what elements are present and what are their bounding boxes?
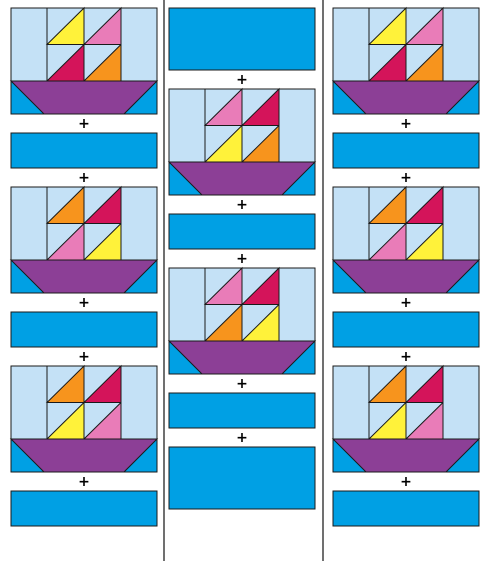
water-strip bbox=[11, 312, 157, 347]
water-strip bbox=[11, 491, 157, 526]
sailboat-block bbox=[333, 8, 479, 114]
plus-sign: + bbox=[78, 349, 90, 365]
sailboat-block bbox=[333, 366, 479, 472]
plus-sign: + bbox=[236, 72, 248, 88]
sailboat-block bbox=[11, 366, 157, 472]
sailboat-block bbox=[11, 187, 157, 293]
plus-sign: + bbox=[400, 170, 412, 186]
column-left: + + + + + bbox=[11, 8, 157, 526]
plus-sign: + bbox=[236, 251, 248, 267]
plus-sign: + bbox=[78, 295, 90, 311]
plus-sign: + bbox=[400, 349, 412, 365]
sailboat-block bbox=[169, 89, 315, 195]
water-strip bbox=[169, 8, 315, 70]
plus-sign: + bbox=[78, 116, 90, 132]
water-strip bbox=[333, 312, 479, 347]
sailboat-block bbox=[169, 268, 315, 374]
plus-sign: + bbox=[236, 430, 248, 446]
plus-sign: + bbox=[78, 474, 90, 490]
water-strip bbox=[169, 214, 315, 249]
column-middle: + + + + + bbox=[169, 8, 315, 509]
sailboat-block bbox=[11, 8, 157, 114]
plus-sign: + bbox=[78, 170, 90, 186]
plus-sign: + bbox=[236, 376, 248, 392]
plus-sign: + bbox=[400, 295, 412, 311]
water-strip bbox=[11, 133, 157, 168]
water-strip bbox=[333, 133, 479, 168]
water-strip bbox=[169, 393, 315, 428]
plus-sign: + bbox=[400, 116, 412, 132]
water-strip bbox=[169, 447, 315, 509]
column-right: + + + + + bbox=[333, 8, 479, 526]
water-strip bbox=[333, 491, 479, 526]
plus-sign: + bbox=[236, 197, 248, 213]
plus-sign: + bbox=[400, 474, 412, 490]
sailboat-block bbox=[333, 187, 479, 293]
